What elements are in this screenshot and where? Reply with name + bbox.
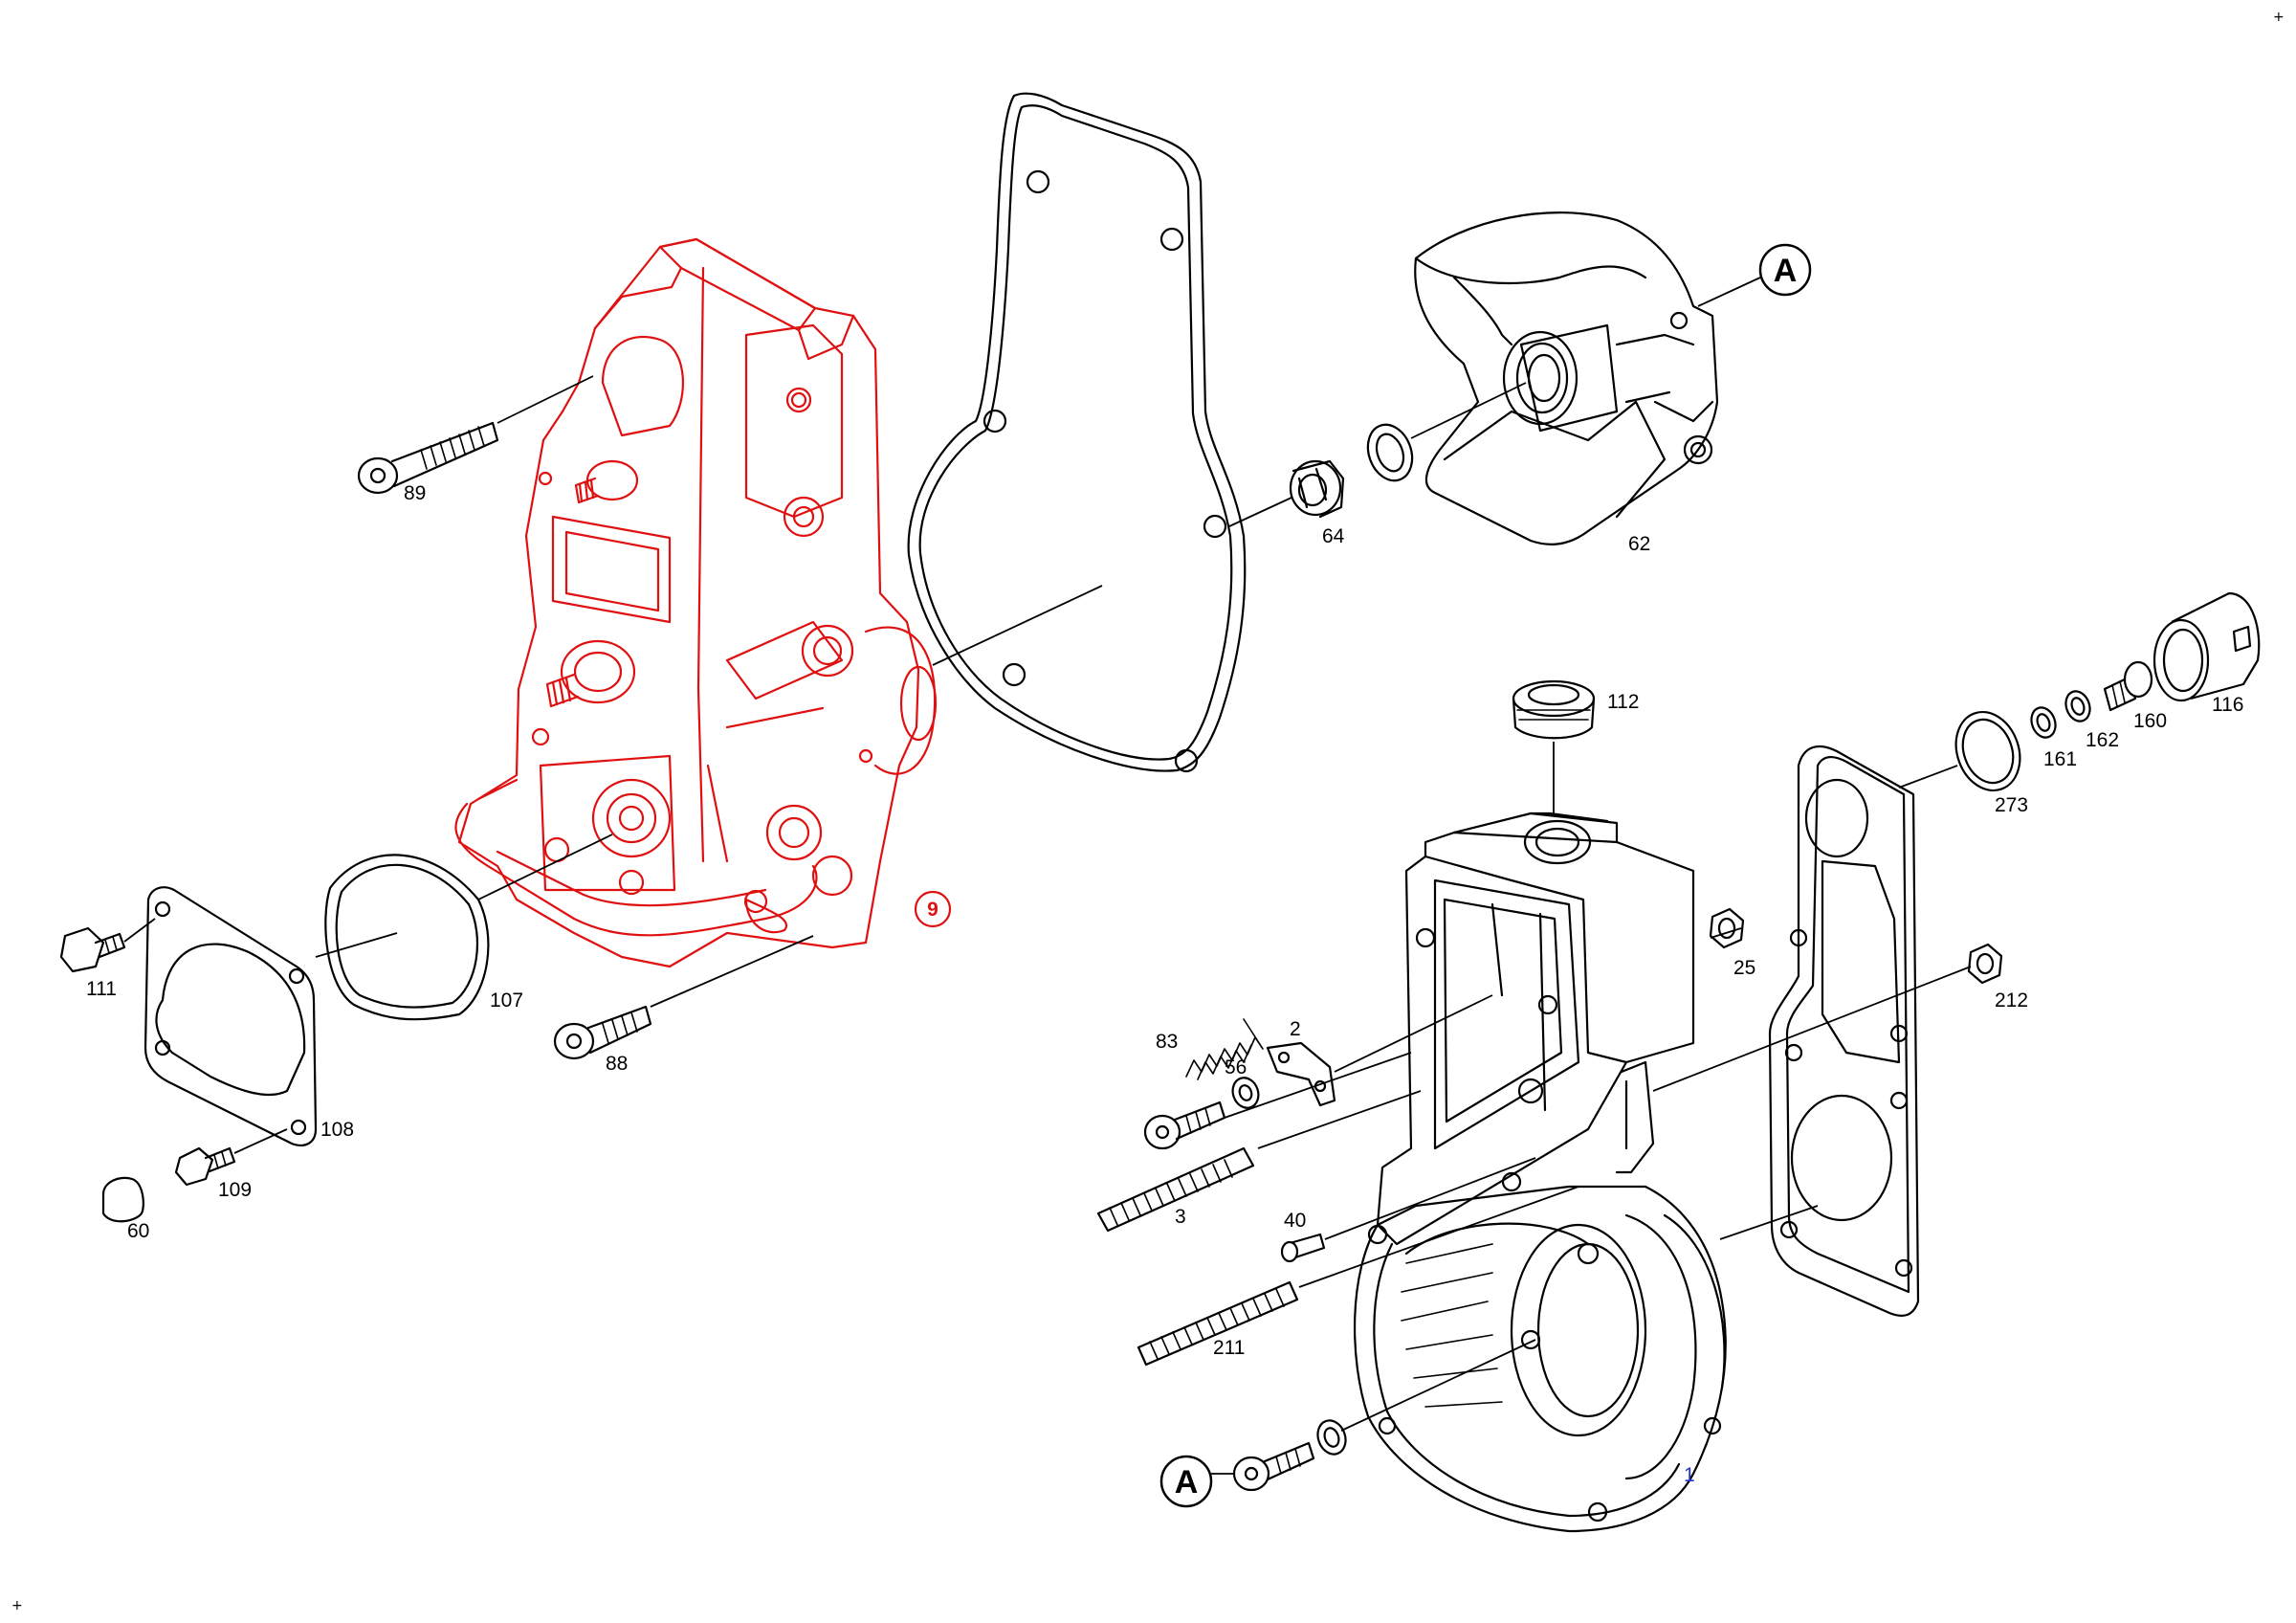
callout-circle bbox=[1758, 243, 1812, 297]
label-111: 111 bbox=[86, 978, 117, 1000]
part-211-stud[interactable] bbox=[1137, 1280, 1299, 1367]
label-211: 211 bbox=[1213, 1337, 1245, 1359]
washer-near-callout-a-bottom[interactable] bbox=[1314, 1416, 1351, 1457]
bolt-near-56[interactable] bbox=[1143, 1101, 1226, 1150]
part-64-nut[interactable] bbox=[1289, 459, 1345, 519]
part-116-sleeve[interactable] bbox=[2152, 591, 2261, 702]
highlighted-part-label[interactable]: 9 bbox=[914, 890, 952, 928]
bolt-109[interactable] bbox=[174, 1146, 236, 1187]
bolt-89[interactable] bbox=[357, 421, 499, 495]
callout-circle bbox=[1159, 1455, 1213, 1508]
callout-a-bottom-text: A bbox=[1175, 1464, 1199, 1501]
label-83: 83 bbox=[1156, 1031, 1178, 1053]
label-108: 108 bbox=[320, 1119, 354, 1141]
part-162-washer[interactable] bbox=[2062, 688, 2093, 724]
bolt-near-callout-a-bottom[interactable] bbox=[1232, 1441, 1315, 1492]
label-25: 25 bbox=[1733, 957, 1755, 979]
part-2-clip[interactable] bbox=[1266, 1041, 1336, 1107]
label-56: 56 bbox=[1225, 1056, 1247, 1078]
label-273: 273 bbox=[1995, 794, 2028, 816]
corner-mark-top-right: + bbox=[2273, 10, 2285, 25]
callout-a-top-text: A bbox=[1774, 253, 1798, 289]
right-gasket[interactable] bbox=[1768, 745, 1920, 1317]
bolt-88[interactable] bbox=[553, 1005, 652, 1060]
label-107: 107 bbox=[490, 989, 523, 1012]
stud-middle bbox=[545, 639, 636, 708]
large-gasket[interactable] bbox=[907, 92, 1247, 773]
part-212-nut[interactable] bbox=[1967, 943, 2003, 985]
label-40: 40 bbox=[1284, 1210, 1306, 1232]
label-2: 2 bbox=[1290, 1018, 1301, 1040]
label-64: 64 bbox=[1322, 525, 1345, 547]
corner-mark-bottom-left: + bbox=[11, 1598, 23, 1613]
gasket-107[interactable] bbox=[324, 854, 490, 1021]
callout-a-top[interactable]: A bbox=[1758, 243, 1812, 297]
part-40-pin[interactable] bbox=[1280, 1233, 1326, 1263]
part-labels: 89 64 62 112 116 160 162 161 273 25 212 … bbox=[86, 482, 2243, 1359]
part-160-screw[interactable] bbox=[2103, 660, 2153, 712]
bolt-111[interactable] bbox=[59, 926, 126, 973]
cover-plate-108[interactable] bbox=[144, 886, 318, 1146]
label-212: 212 bbox=[1995, 989, 2028, 1012]
plug-60[interactable] bbox=[101, 1176, 144, 1223]
callout-a-bottom[interactable]: A bbox=[1159, 1455, 1213, 1508]
label-161: 161 bbox=[2043, 748, 2077, 770]
label-62: 62 bbox=[1628, 533, 1650, 555]
label-3: 3 bbox=[1175, 1206, 1186, 1228]
part-161-washer[interactable] bbox=[2027, 704, 2059, 741]
label-89: 89 bbox=[404, 482, 426, 504]
label-109: 109 bbox=[218, 1179, 252, 1201]
label-160: 160 bbox=[2133, 710, 2167, 732]
part-56-washer[interactable] bbox=[1228, 1075, 1262, 1112]
label-162: 162 bbox=[2086, 729, 2119, 751]
part-112-plug[interactable] bbox=[1512, 679, 1596, 740]
part-62-housing[interactable] bbox=[1414, 211, 1719, 545]
washer-near-64[interactable] bbox=[1360, 418, 1420, 486]
stud-upper bbox=[574, 459, 639, 504]
pump-body-highlighted[interactable] bbox=[454, 237, 938, 968]
label-circle bbox=[914, 890, 952, 928]
leader-lines bbox=[123, 277, 1972, 1432]
label-112: 112 bbox=[1607, 691, 1639, 713]
label-116: 116 bbox=[2212, 694, 2243, 716]
main-housing-part-1[interactable] bbox=[1353, 812, 1727, 1533]
label-88: 88 bbox=[606, 1053, 628, 1075]
part-25-nut[interactable] bbox=[1709, 907, 1745, 949]
label-60: 60 bbox=[127, 1220, 149, 1242]
part-3-stud[interactable] bbox=[1096, 1146, 1255, 1233]
item-number-1: 1 bbox=[1684, 1464, 1695, 1486]
part-83-spring[interactable] bbox=[1185, 1018, 1264, 1080]
part-273-ring[interactable] bbox=[1946, 703, 2031, 800]
label-9: 9 bbox=[927, 899, 938, 921]
